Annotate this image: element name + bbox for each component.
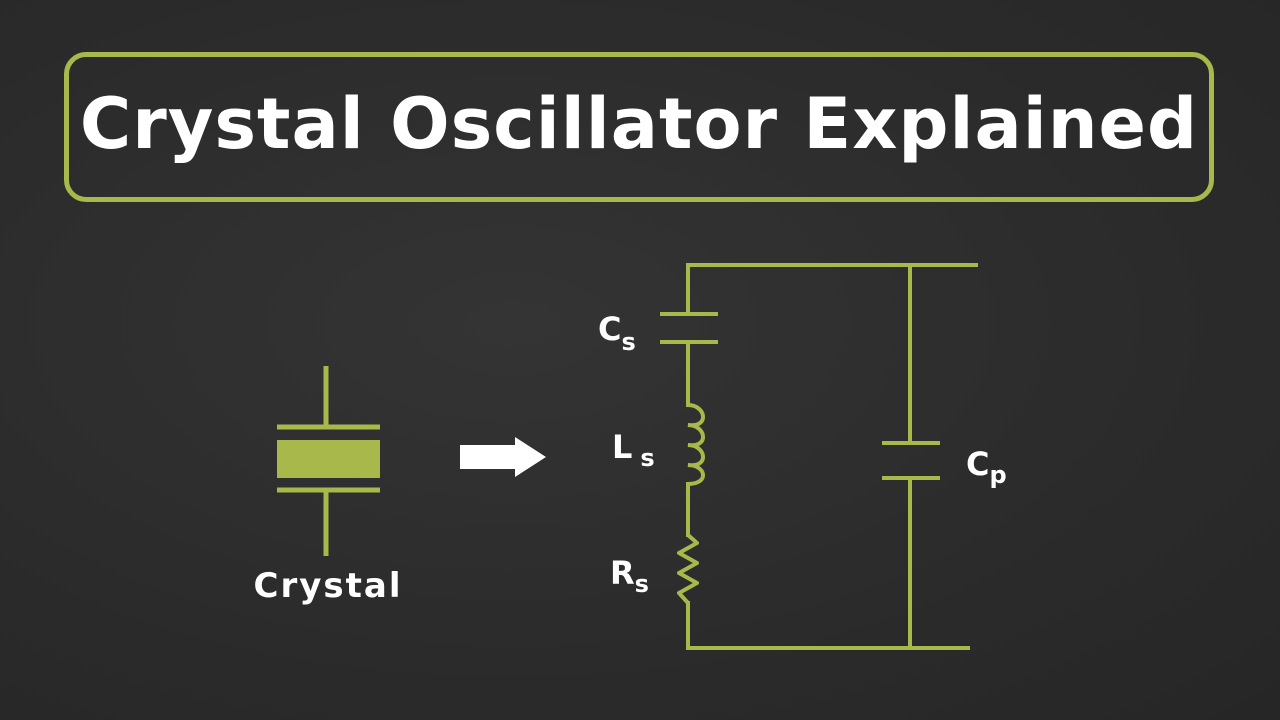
circuit-wires xyxy=(660,263,978,650)
crystal-symbol-icon xyxy=(277,366,380,556)
rs-label: Rs xyxy=(610,554,649,598)
cp-label: Cp xyxy=(966,445,1007,489)
crystal-label: Crystal xyxy=(254,566,403,606)
resistor-rs-icon xyxy=(677,533,699,605)
right-arrow-icon xyxy=(460,437,546,477)
cs-label: Cs xyxy=(598,310,636,356)
page-title: Crystal Oscillator Explained xyxy=(79,83,1199,165)
inductor-ls-icon xyxy=(687,403,705,486)
title-frame: Crystal Oscillator Explained xyxy=(64,52,1214,202)
